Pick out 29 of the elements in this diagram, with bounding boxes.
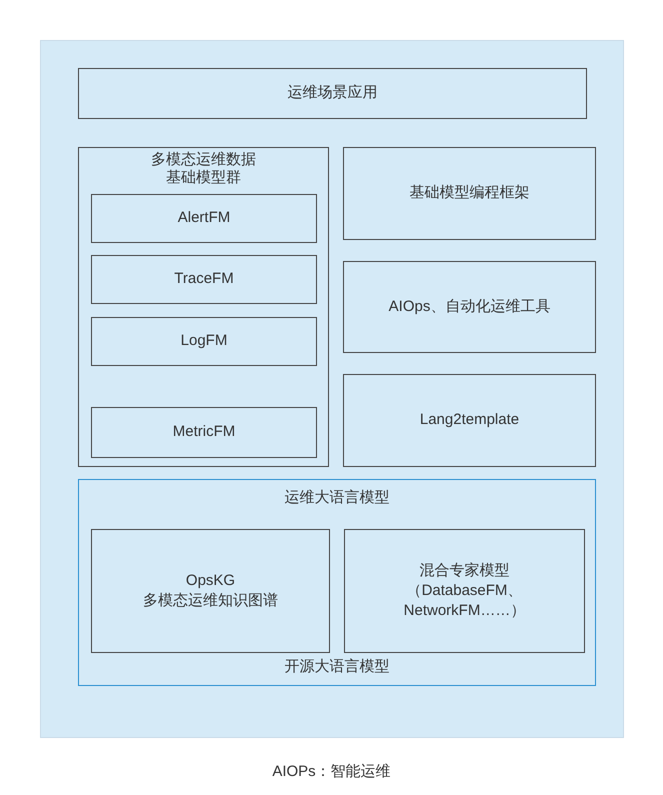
box-label: （DatabaseFM、NetworkFM……） <box>402 580 526 622</box>
box-label: 混合专家模型 <box>418 560 510 581</box>
layer-box <box>78 68 587 119</box>
box-label: Lang2template <box>420 410 520 430</box>
layer-box <box>344 529 585 653</box>
box-label: AlertFM <box>178 208 230 228</box>
group-box <box>78 479 596 686</box>
layer-box <box>91 255 317 304</box>
panel-background <box>40 40 624 738</box>
layer-box <box>91 407 317 458</box>
box-label: 多模态运维知识图谱 <box>143 591 278 611</box>
box-label: AIOps、自动化运维工具 <box>388 296 550 317</box>
layer-box <box>343 374 596 467</box>
layer-box <box>91 194 317 243</box>
box-label: 基础模型编程框架 <box>410 183 530 204</box>
layer-box <box>91 529 330 653</box>
box-label: LogFM <box>180 331 228 352</box>
box-label: MetricFM <box>172 422 236 442</box>
group-box <box>78 147 329 467</box>
caption: AIOPs：智能运维 <box>271 762 392 781</box>
group-title: 开源大语言模型 <box>284 656 390 677</box>
layer-box <box>343 147 596 240</box>
group-title: 运维大语言模型 <box>284 488 390 508</box>
layer-box <box>343 261 596 353</box>
box-label: TraceFM <box>174 269 234 290</box>
layer-box <box>91 317 317 366</box>
box-label: 运维场景应用 <box>288 83 378 104</box>
group-title: 多模态运维数据基础模型群 <box>150 151 257 187</box>
box-label: OpsKG <box>184 570 236 591</box>
